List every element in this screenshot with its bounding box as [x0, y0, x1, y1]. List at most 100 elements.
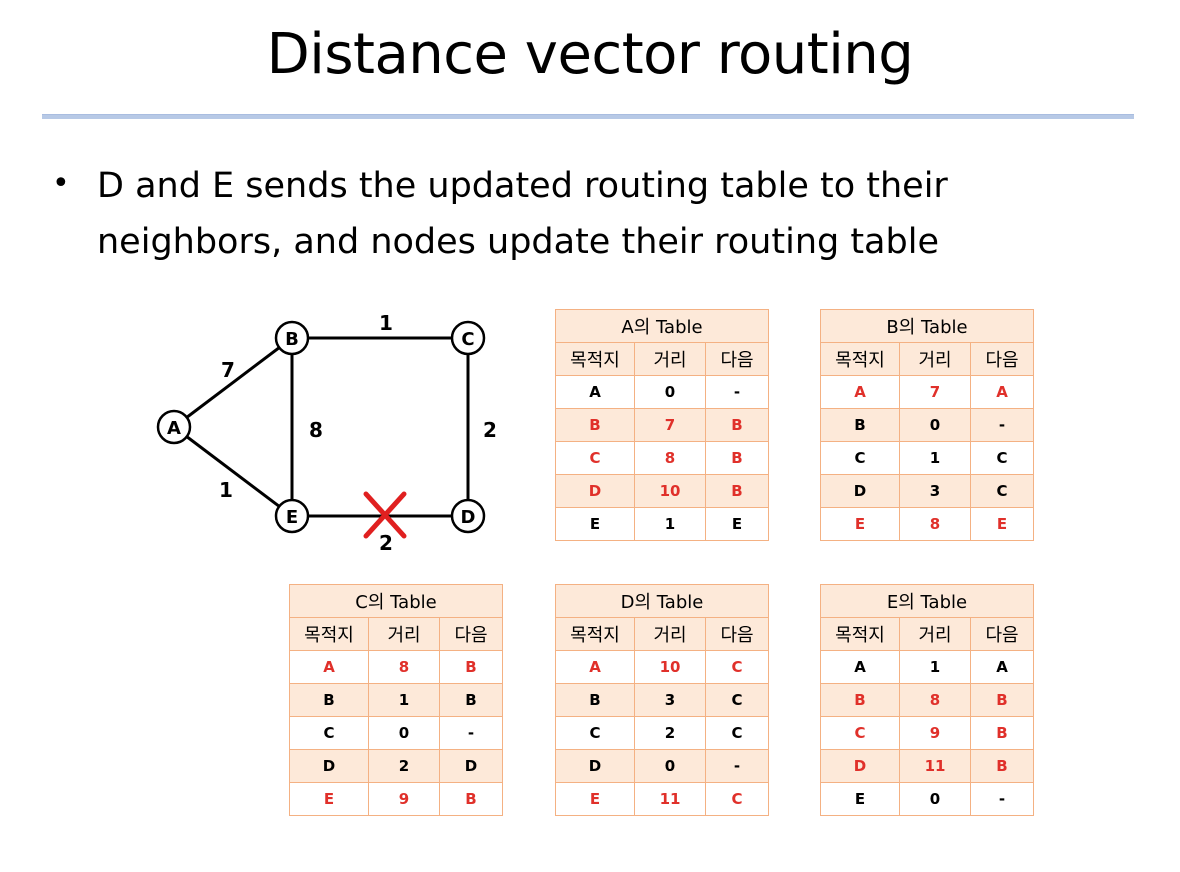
header-destination: 목적지 — [820, 617, 900, 651]
cell-destination: B — [555, 408, 635, 442]
cell-destination: D — [289, 749, 369, 783]
cell-distance: 2 — [368, 749, 440, 783]
table-title: E의 Table — [820, 584, 1034, 618]
cell-distance: 3 — [634, 683, 706, 717]
cell-destination: E — [555, 782, 635, 816]
node-label-d: D — [461, 507, 476, 528]
cell-distance: 0 — [899, 782, 971, 816]
cell-destination: D — [555, 749, 635, 783]
cell-destination: E — [820, 507, 900, 541]
cell-destination: E — [820, 782, 900, 816]
cell-distance: 10 — [634, 650, 706, 684]
cell-destination: A — [289, 650, 369, 684]
cell-next-hop: - — [439, 716, 503, 750]
cell-destination: A — [555, 375, 635, 409]
cell-destination: D — [555, 474, 635, 508]
cell-distance: 1 — [899, 650, 971, 684]
edge-a-b — [173, 336, 293, 429]
cell-next-hop: C — [970, 474, 1034, 508]
edge-a-e — [173, 425, 293, 518]
header-distance: 거리 — [634, 617, 706, 651]
cell-next-hop: B — [705, 441, 769, 475]
cell-next-hop: - — [970, 408, 1034, 442]
cell-distance: 0 — [634, 749, 706, 783]
header-destination: 목적지 — [555, 617, 635, 651]
cell-destination: C — [555, 441, 635, 475]
node-label-c: C — [461, 329, 474, 350]
cell-destination: B — [820, 408, 900, 442]
cell-distance: 9 — [899, 716, 971, 750]
weight-b-c: 1 — [379, 311, 393, 335]
cell-next-hop: - — [970, 782, 1034, 816]
cell-destination: D — [820, 474, 900, 508]
cell-next-hop: B — [970, 683, 1034, 717]
node-label-e: E — [286, 507, 298, 528]
header-destination: 목적지 — [820, 342, 900, 376]
cell-distance: 8 — [634, 441, 706, 475]
cell-distance: 1 — [634, 507, 706, 541]
header-distance: 거리 — [634, 342, 706, 376]
cell-distance: 10 — [634, 474, 706, 508]
cell-distance: 0 — [899, 408, 971, 442]
header-destination: 목적지 — [555, 342, 635, 376]
node-c — [450, 320, 486, 356]
table-title: B의 Table — [820, 309, 1034, 343]
cell-destination: B — [555, 683, 635, 717]
header-next-hop: 다음 — [970, 342, 1034, 376]
weight-e-d: 2 — [379, 531, 393, 555]
table-title: D의 Table — [555, 584, 769, 618]
header-distance: 거리 — [899, 617, 971, 651]
cell-next-hop: B — [705, 408, 769, 442]
cell-destination: E — [555, 507, 635, 541]
header-next-hop: 다음 — [705, 342, 769, 376]
header-next-hop: 다음 — [439, 617, 503, 651]
header-destination: 목적지 — [289, 617, 369, 651]
cell-next-hop: E — [705, 507, 769, 541]
cell-next-hop: A — [970, 375, 1034, 409]
node-b — [274, 320, 310, 356]
cell-next-hop: D — [439, 749, 503, 783]
cell-destination: C — [555, 716, 635, 750]
cell-next-hop: C — [705, 716, 769, 750]
node-e — [274, 498, 310, 534]
cell-distance: 8 — [899, 507, 971, 541]
cell-distance: 9 — [368, 782, 440, 816]
cell-next-hop: C — [705, 782, 769, 816]
cell-next-hop: - — [705, 375, 769, 409]
cell-next-hop: B — [439, 782, 503, 816]
cell-destination: A — [820, 650, 900, 684]
cell-distance: 8 — [368, 650, 440, 684]
network-graph: 7 1 8 2 1 2 A B C D E — [156, 311, 497, 555]
cell-next-hop: C — [705, 683, 769, 717]
weight-a-b: 7 — [221, 358, 235, 382]
cell-distance: 0 — [634, 375, 706, 409]
weight-a-e: 1 — [219, 478, 233, 502]
table-title: A의 Table — [555, 309, 769, 343]
cell-next-hop: B — [705, 474, 769, 508]
cell-next-hop: - — [705, 749, 769, 783]
header-distance: 거리 — [899, 342, 971, 376]
weight-c-d: 2 — [483, 418, 497, 442]
slide-title: Distance vector routing — [266, 22, 914, 87]
cell-distance: 1 — [368, 683, 440, 717]
node-d — [450, 498, 486, 534]
weight-b-e: 8 — [309, 418, 323, 442]
